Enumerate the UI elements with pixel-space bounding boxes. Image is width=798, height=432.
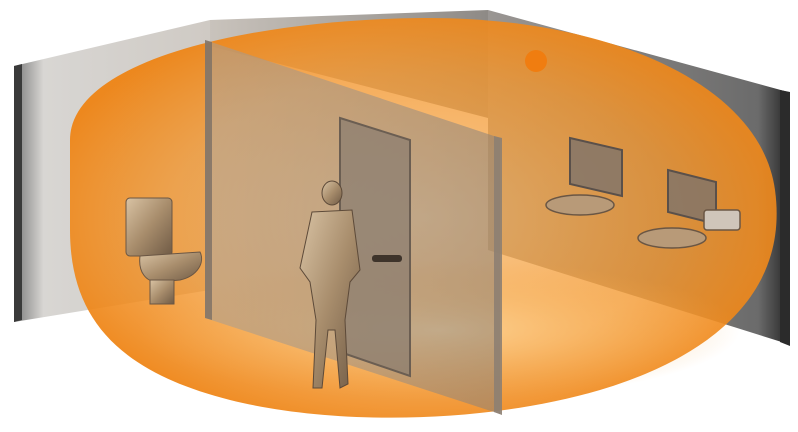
sensor-dot-icon (525, 50, 547, 72)
right-wall-edge (780, 90, 790, 346)
left-wall-edge (14, 64, 22, 322)
door-handle (372, 255, 402, 262)
hand-dryer-icon (704, 210, 740, 230)
